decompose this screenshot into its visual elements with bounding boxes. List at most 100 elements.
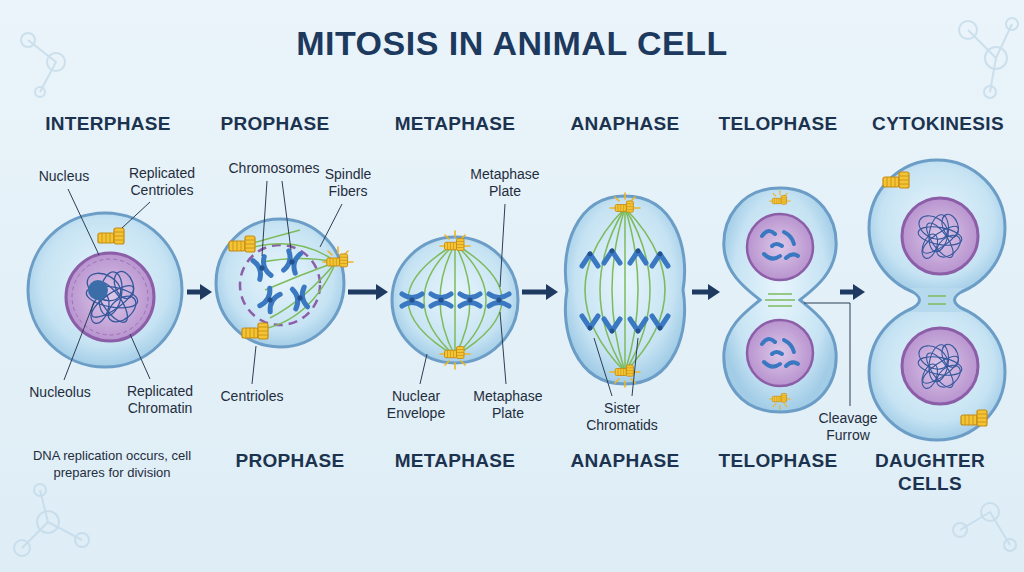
background-molecules-part xyxy=(959,21,977,39)
callout-label: Chromosomes xyxy=(228,160,319,177)
arrow-shaft xyxy=(692,290,710,295)
cytokinesis-cells-part xyxy=(915,211,965,261)
cytokinesis-cells-part xyxy=(928,296,946,304)
anaphase-cell-part xyxy=(582,252,598,266)
cell-stage: METAPHASEMETAPHASE xyxy=(392,237,518,363)
stage-heading: METAPHASE xyxy=(395,113,516,136)
prophase-cell-part xyxy=(284,251,301,273)
metaphase-cell-part xyxy=(402,294,422,306)
interphase-cell-part xyxy=(98,228,124,244)
cell-stage: TELOPHASETELOPHASE xyxy=(724,188,836,412)
background-molecules-part xyxy=(1006,18,1018,30)
telophase-cell-part-part xyxy=(765,294,795,306)
metaphase-cell-part xyxy=(431,294,451,306)
leader-line-part xyxy=(282,181,291,250)
background-molecules-part xyxy=(981,503,999,521)
cell-stage: INTERPHASEDNA replication occurs, cell p… xyxy=(27,212,183,368)
telophase-cell xyxy=(724,188,836,412)
callout-label: Nucleolus xyxy=(29,384,90,401)
background-molecules-part xyxy=(953,523,967,537)
background-molecules-part xyxy=(47,53,65,71)
telophase-cell-part xyxy=(747,320,813,386)
stage-label: PROPHASE xyxy=(235,450,344,473)
background-molecules-part xyxy=(37,511,59,533)
arrow-head xyxy=(376,284,388,300)
cytokinesis-cells-part xyxy=(909,288,965,312)
arrow-shaft xyxy=(840,290,855,295)
stage-heading: CYTOKINESIS xyxy=(872,113,1004,136)
telophase-cell-part xyxy=(762,231,798,367)
anaphase-cell-part xyxy=(615,365,633,376)
stage-arrow xyxy=(187,284,212,300)
telophase-cell-part-part xyxy=(772,244,782,246)
anaphase-cell-part-part xyxy=(625,208,665,372)
stage-note: DNA replication occurs, cell prepares fo… xyxy=(23,448,201,482)
anaphase-cell-part xyxy=(652,316,668,330)
cytokinesis-cells-part xyxy=(909,290,965,310)
telophase-cell-part-part xyxy=(784,340,794,352)
anaphase-cell-part-part xyxy=(625,208,638,372)
metaphase-cell-part xyxy=(489,294,509,306)
callout-label: Replicated Centrioles xyxy=(122,165,202,199)
interphase-cell-part xyxy=(88,280,108,300)
interphase-cell-part xyxy=(82,268,140,327)
telophase-cell-part-part xyxy=(786,362,798,366)
background-molecules-part xyxy=(28,40,56,92)
anaphase-cell xyxy=(565,193,684,387)
metaphase-cell-part xyxy=(445,239,465,251)
leader-line-part xyxy=(594,338,612,396)
callout-label: Spindle Fibers xyxy=(317,166,379,200)
cytokinesis-cells xyxy=(869,160,1005,440)
background-molecules-part xyxy=(22,490,82,548)
leader-line xyxy=(64,181,850,406)
metaphase-cell-part-part xyxy=(408,244,455,356)
cytokinesis-cells-part-part xyxy=(928,296,946,304)
background-molecules-part xyxy=(984,86,996,98)
callout-label: Nucleus xyxy=(39,168,90,185)
telophase-cell-part-part xyxy=(762,339,775,344)
callout-label: Sister Chromatids xyxy=(580,400,664,434)
telophase-cell-part xyxy=(765,294,795,306)
prophase-cell-part-part xyxy=(265,262,336,290)
callout-label: Replicated Chromatin xyxy=(120,383,200,417)
anaphase-cell-part xyxy=(630,319,646,333)
arrow-head xyxy=(546,284,558,300)
background-molecules-part xyxy=(75,533,89,547)
background-molecules-part xyxy=(985,47,1007,69)
telophase-cell-part-part xyxy=(772,352,782,354)
leader-line-part xyxy=(252,346,256,384)
anaphase-cell-part xyxy=(615,201,633,212)
telophase-cell-part xyxy=(724,188,836,412)
metaphase-cell-part xyxy=(392,237,518,363)
anaphase-cell-part xyxy=(604,249,620,263)
leader-line-part xyxy=(804,303,850,406)
telophase-cell-part xyxy=(747,214,813,280)
background-molecules-part xyxy=(14,540,30,556)
stage-heading: ANAPHASE xyxy=(570,113,679,136)
leader-line-part xyxy=(68,189,99,255)
metaphase-cell-part xyxy=(408,244,502,356)
callout-label: Metaphase Plate xyxy=(464,166,546,200)
leader-line-part xyxy=(500,204,505,287)
stage-arrow xyxy=(522,284,558,300)
prophase-cell-part xyxy=(243,230,336,330)
cytokinesis-cells-part xyxy=(883,172,909,188)
anaphase-cell-part xyxy=(604,319,620,333)
cell-stage: CYTOKINESISDAUGHTER CELLS xyxy=(869,160,1005,440)
cytokinesis-cells-part xyxy=(915,341,965,391)
metaphase-cell-part-part xyxy=(454,244,456,356)
interphase-cell xyxy=(28,213,182,367)
leader-line-part xyxy=(130,334,150,379)
metaphase-cell xyxy=(392,231,518,369)
arrow-head xyxy=(708,284,720,300)
telophase-cell-part-part xyxy=(762,231,775,236)
callout-label: Metaphase Plate xyxy=(467,388,549,422)
stage-heading: TELOPHASE xyxy=(719,113,838,136)
background-molecules-part xyxy=(1004,539,1016,551)
stage-arrow xyxy=(348,284,388,300)
cytokinesis-cells-part xyxy=(902,198,978,274)
arrow-head xyxy=(853,284,865,300)
telophase-cell-part xyxy=(772,196,786,205)
